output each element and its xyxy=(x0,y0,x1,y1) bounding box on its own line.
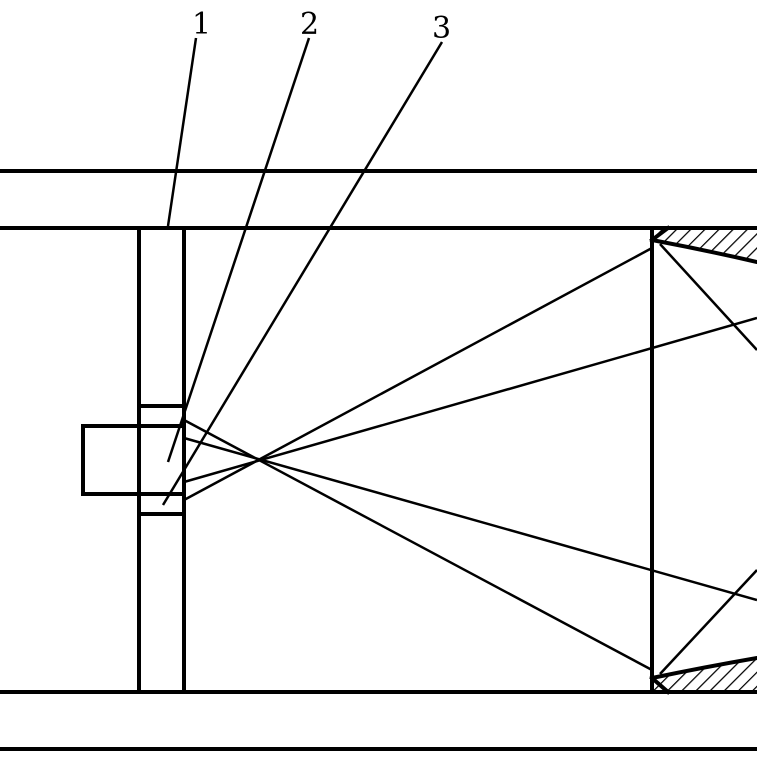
emitter-block xyxy=(81,424,186,496)
callout-3: 3 xyxy=(432,11,451,46)
ray-lower-emit xyxy=(183,246,653,502)
callout-2: 2 xyxy=(300,7,319,42)
callout-1: 1 xyxy=(192,7,211,42)
leader-3 xyxy=(161,41,444,506)
ray-reflect-top xyxy=(659,243,757,351)
ray-upper-emit xyxy=(183,418,653,672)
ray-mid-down xyxy=(183,316,757,484)
reflector-bottom-hatch xyxy=(652,658,757,692)
reflector-top-hatch xyxy=(652,228,757,262)
ray-reflect-bottom xyxy=(659,569,757,675)
leader-2 xyxy=(166,37,311,463)
leader-1 xyxy=(166,37,198,227)
reflector-top-curve xyxy=(649,237,757,265)
ray-mid-up xyxy=(183,436,757,602)
